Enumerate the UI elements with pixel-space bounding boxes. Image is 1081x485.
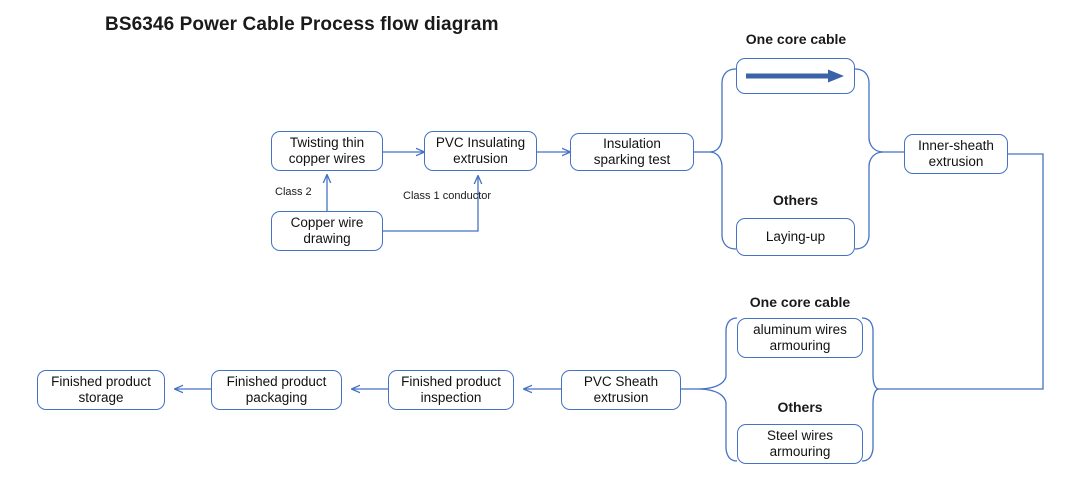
node-steel-line2: armouring (769, 444, 831, 459)
node-steel-wires-armouring[interactable]: Steel wires armouring (737, 424, 863, 464)
node-packaging-line2: packaging (245, 390, 308, 405)
node-copper-wire-drawing[interactable]: Copper wire drawing (271, 211, 383, 251)
node-pvc-sheath-line1: PVC Sheath (583, 374, 659, 389)
node-inner-sheath-line1: Inner-sheath (918, 138, 994, 153)
edge-label-class-1-conductor: Class 1 conductor (403, 190, 491, 203)
edge-label-class-1-line1: Class 1 (403, 190, 440, 202)
node-storage-line1: Finished product (51, 374, 151, 389)
brace-bottom-right (861, 317, 880, 462)
brace-top-left (708, 68, 737, 250)
node-sparking-line2: sparking test (593, 152, 671, 167)
edge-label-class-2: Class 2 (275, 186, 312, 198)
node-insulation-sparking-test[interactable]: Insulation sparking test (570, 133, 694, 171)
edge-inner-sheath-to-armouring (879, 153, 1044, 390)
node-finished-product-packaging[interactable]: Finished product packaging (211, 370, 342, 410)
node-inspection-line2: inspection (420, 390, 482, 405)
right-arrow-icon (745, 69, 844, 83)
node-finished-product-inspection[interactable]: Finished product inspection (388, 370, 514, 410)
node-pvc-insulating-line1: PVC Insulating (435, 135, 526, 150)
node-inner-sheath-line2: extrusion (928, 154, 984, 169)
brace-top-right (854, 68, 885, 250)
node-twisting-thin-copper-wires[interactable]: Twisting thin copper wires (271, 131, 383, 171)
node-twisting-line1: Twisting thin (289, 135, 365, 150)
group-label-others-bottom: Others (777, 399, 823, 415)
node-pvc-sheath-extrusion[interactable]: PVC Sheath extrusion (561, 370, 681, 410)
node-laying-up[interactable]: Laying-up (736, 218, 855, 256)
edge-label-class-1-line2: conductor (442, 190, 492, 202)
node-sparking-line1: Insulation (603, 136, 661, 151)
node-inner-sheath-extrusion[interactable]: Inner-sheath extrusion (904, 134, 1008, 174)
node-twisting-line2: copper wires (288, 151, 366, 166)
node-finished-product-storage[interactable]: Finished product storage (37, 370, 165, 410)
page-title: BS6346 Power Cable Process flow diagram (105, 14, 499, 35)
node-copper-drawing-line1: Copper wire (290, 215, 364, 230)
edge-drawing-to-pvc (383, 176, 478, 232)
brace-bottom-left (696, 317, 738, 462)
node-pvc-sheath-line2: extrusion (593, 390, 649, 405)
group-label-one-core-cable-bottom: One core cable (749, 294, 851, 310)
node-steel-line1: Steel wires (766, 428, 834, 443)
node-aluminum-wires-armouring[interactable]: aluminum wires armouring (737, 318, 863, 358)
node-pvc-insulating-line2: extrusion (453, 151, 508, 166)
group-label-one-core-cable-top: One core cable (745, 31, 847, 47)
node-aluminum-line1: aluminum wires (753, 322, 847, 337)
node-laying-up-label: Laying-up (765, 229, 826, 244)
node-pvc-insulating-extrusion[interactable]: PVC Insulating extrusion (424, 131, 537, 171)
group-label-others-top: Others (772, 192, 819, 208)
node-aluminum-line2: armouring (769, 338, 831, 353)
node-inspection-line1: Finished product (401, 374, 501, 389)
node-storage-line2: storage (78, 390, 124, 405)
node-packaging-line1: Finished product (226, 374, 327, 389)
node-copper-drawing-line2: drawing (303, 231, 351, 246)
node-one-core-cable-arrow[interactable] (736, 58, 855, 94)
